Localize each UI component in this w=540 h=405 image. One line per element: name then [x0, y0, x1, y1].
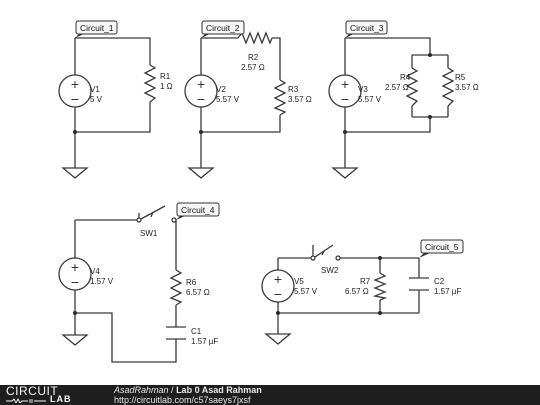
r2-resistor[interactable]	[237, 31, 273, 45]
plus-symbol: +	[70, 78, 79, 91]
circuit-5-tag[interactable]: Circuit_5	[419, 239, 464, 258]
sw2-switch[interactable]	[310, 244, 341, 261]
c2-name: C2	[434, 277, 445, 286]
sw1-name: SW1	[140, 229, 158, 238]
plus-symbol: +	[70, 261, 79, 274]
schematic-canvas: + − V1 5 V R1 1 Ω Circuit_1 + − V2 5.57 …	[58, 20, 479, 363]
c1-value: 1.57 µF	[191, 337, 218, 346]
schematic-url[interactable]: http://circuitlab.com/c57saeys7jxsf	[114, 395, 251, 405]
v2-source[interactable]: + −	[184, 74, 218, 108]
r1-value: 1 Ω	[160, 82, 173, 91]
c1-name: C1	[191, 327, 202, 336]
r4-value: 2.57 Ω	[385, 83, 409, 92]
circuit-4: + − SW1 V4 1.57 V R6 6.57 Ω C1 1.57 µF C…	[58, 202, 220, 363]
r6-resistor[interactable]	[169, 269, 183, 306]
r1-resistor[interactable]	[143, 64, 157, 103]
v2-name: V2	[216, 85, 226, 94]
circuit-2-tag[interactable]: Circuit_2	[201, 20, 245, 38]
credit-separator: /	[168, 385, 177, 395]
r3-name: R3	[288, 85, 299, 94]
circuit-4-tag[interactable]: Circuit_4	[176, 202, 220, 220]
plus-symbol: +	[196, 78, 205, 91]
v2-value: 5.57 V	[216, 95, 240, 104]
r1-name: R1	[160, 72, 171, 81]
circuit-1: + − V1 5 V R1 1 Ω Circuit_1	[58, 20, 173, 179]
v1-source[interactable]: + −	[58, 74, 92, 108]
r5-value: 3.57 Ω	[455, 83, 479, 92]
circuit-2: + − V2 5.57 V R2 2.57 Ω R3 3.57 Ω Circui…	[184, 20, 312, 179]
v3-source[interactable]: + −	[328, 74, 362, 108]
plus-symbol: +	[273, 273, 282, 286]
footer-bar: CIRCUIT LAB AsadRahman / Lab 0 Asad Rahm…	[0, 384, 540, 405]
r5-name: R5	[455, 73, 466, 82]
circuit-3-tag[interactable]: Circuit_3	[345, 20, 388, 38]
ground-symbol	[331, 167, 359, 179]
v5-value: 5.57 V	[294, 287, 318, 296]
ground-symbol	[264, 333, 292, 345]
c2-value: 1.57 µF	[434, 287, 461, 296]
v3-value: 5.57 V	[358, 95, 382, 104]
r2-name: R2	[248, 53, 259, 62]
ground-symbol	[61, 167, 89, 179]
schematic-title[interactable]: Lab 0 Asad Rahman	[176, 385, 262, 395]
r6-value: 6.57 Ω	[186, 288, 210, 297]
circuit-5-wires	[277, 257, 420, 334]
v4-value: 1.57 V	[90, 277, 114, 286]
r4-name: R4	[400, 73, 411, 82]
v5-source[interactable]: + −	[261, 269, 295, 303]
r6-name: R6	[186, 278, 197, 287]
c2-capacitor[interactable]	[409, 277, 429, 291]
v5-name: V5	[294, 277, 304, 286]
v4-name: V4	[90, 267, 100, 276]
circuit-1-tag[interactable]: Circuit_1	[75, 20, 118, 38]
minus-symbol: −	[273, 288, 282, 301]
circuit-4-tag-label: Circuit_4	[181, 205, 215, 215]
logo-bottom-text: LAB	[50, 394, 72, 404]
circuit-3-tag-label: Circuit_3	[350, 23, 384, 33]
circuitlab-logo[interactable]: CIRCUIT LAB	[6, 384, 86, 405]
r3-resistor[interactable]	[273, 79, 287, 116]
sw2-name: SW2	[321, 266, 339, 275]
sw1-switch[interactable]	[136, 205, 177, 223]
v1-name: V1	[90, 85, 100, 94]
plus-symbol: +	[340, 78, 349, 91]
circuit-4-wires	[74, 219, 177, 363]
r5-resistor[interactable]	[441, 67, 455, 107]
circuit-1-wires	[74, 37, 151, 168]
schematic-credit: AsadRahman / Lab 0 Asad Rahman http://ci…	[114, 385, 262, 405]
minus-symbol: −	[70, 93, 79, 106]
c1-capacitor[interactable]	[166, 326, 186, 340]
r7-resistor[interactable]	[372, 272, 388, 301]
ground-symbol	[187, 167, 215, 179]
circuit-2-wires	[200, 37, 281, 168]
minus-symbol: −	[340, 93, 349, 106]
circuit-5-tag-label: Circuit_5	[425, 242, 459, 252]
minus-symbol: −	[70, 276, 79, 289]
circuit-5: + − SW2 V5 5.57 V R7 6.57 Ω C2 1.57 µF C…	[261, 239, 464, 345]
r7-name: R7	[360, 277, 371, 286]
v1-value: 5 V	[90, 95, 103, 104]
r3-value: 3.57 Ω	[288, 95, 312, 104]
logo-wave-icon	[6, 398, 46, 403]
r7-value: 6.57 Ω	[345, 287, 369, 296]
ground-symbol	[61, 334, 89, 346]
logo-top-text: CIRCUIT	[6, 384, 59, 398]
r2-value: 2.57 Ω	[241, 63, 265, 72]
minus-symbol: −	[196, 93, 205, 106]
v3-name: V3	[358, 85, 368, 94]
author-link[interactable]: AsadRahman	[114, 385, 169, 395]
r4-resistor[interactable]	[405, 67, 419, 107]
v4-source[interactable]: + −	[58, 257, 92, 291]
circuit-2-tag-label: Circuit_2	[206, 23, 240, 33]
circuit-3: + − V3 5.57 V R4 2.57 Ω R5 3.57 Ω Circui…	[328, 20, 479, 179]
circuit-1-tag-label: Circuit_1	[80, 23, 114, 33]
